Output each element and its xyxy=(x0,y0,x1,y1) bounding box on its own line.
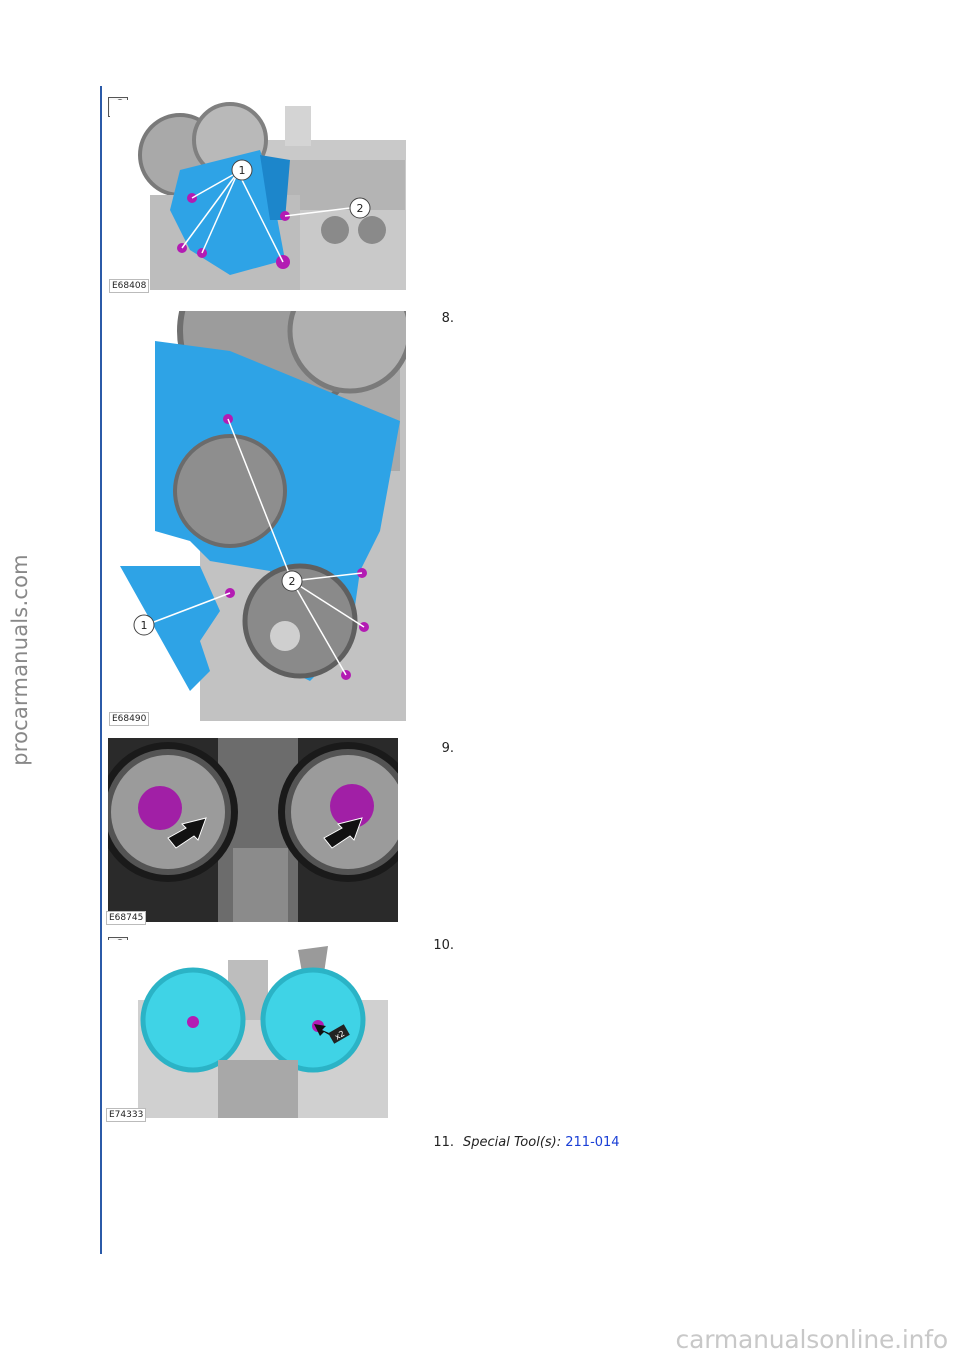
step-number: 11. xyxy=(433,1135,454,1150)
step-number: 9. xyxy=(441,741,454,756)
figure-label: E74333 xyxy=(106,1108,147,1122)
special-tool-link[interactable]: 211-014 xyxy=(565,1135,620,1150)
figure-e68490: 2 1 xyxy=(110,311,406,721)
figure-e68408: 1 2 xyxy=(110,100,406,290)
fig2-callout-1: 1 xyxy=(141,619,148,632)
watermark-left: procarmanuals.com xyxy=(2,540,38,780)
fig4-callout-x2: x2 xyxy=(333,1029,346,1042)
step-11-text: Special Tool(s): 211-014 xyxy=(463,1135,620,1150)
figure-label: E68408 xyxy=(109,279,150,293)
figure-label: E68490 xyxy=(109,712,150,726)
fig2-callout-2: 2 xyxy=(289,575,296,588)
fig1-callout-2: 2 xyxy=(357,202,364,215)
fig1-callout-1: 1 xyxy=(239,164,246,177)
watermark-bottom: carmanualsonline.info xyxy=(675,1325,949,1354)
watermark-left-text: procarmanuals.com xyxy=(8,554,32,766)
figure-label: E68745 xyxy=(106,911,147,925)
step-number: 8. xyxy=(441,311,454,326)
left-rule xyxy=(100,86,102,1254)
special-tools-label: Special Tool(s): xyxy=(463,1135,562,1150)
step-number: 10. xyxy=(433,938,454,953)
figure-e68745 xyxy=(108,738,398,922)
figure-e74333: x2 xyxy=(108,940,398,1118)
